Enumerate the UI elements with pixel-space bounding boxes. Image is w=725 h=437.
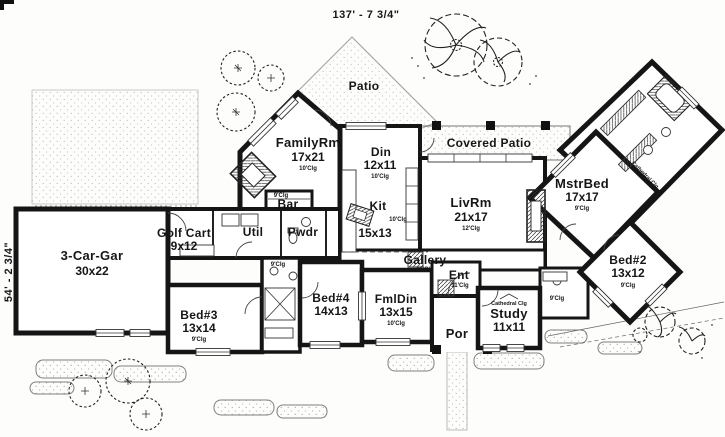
din-size: 12x11	[364, 158, 397, 172]
tree-icon	[643, 304, 677, 338]
utility-fixtures	[179, 213, 259, 257]
garage-label: 3-Car-Gar	[61, 248, 124, 263]
family-room-clg: 10'Clg	[299, 166, 317, 172]
door-swings	[167, 109, 620, 315]
patio-label: Patio	[349, 79, 380, 93]
master-bath-fixtures	[599, 74, 694, 173]
entry-tile	[437, 279, 455, 297]
din-clg: 10'Clg	[371, 174, 389, 180]
bed3-size: 13x14	[182, 321, 216, 335]
tree-icon	[423, 13, 488, 77]
hall-bath-fixtures	[542, 271, 568, 286]
window	[247, 117, 277, 147]
study-size: 11x11	[493, 320, 525, 334]
bed3-label: Bed#3	[180, 308, 218, 322]
powder-fixtures	[287, 217, 311, 244]
tub	[646, 74, 694, 122]
por-label: Por	[446, 326, 469, 341]
ent-label: Ent	[449, 268, 469, 282]
ent-clg: 11'Clg	[451, 283, 469, 289]
tree-icon	[220, 50, 256, 86]
kit-label: Kit	[370, 199, 387, 213]
gallery-label: Gallery	[404, 253, 447, 267]
mstrbed-clg: 9'Clg	[575, 206, 590, 212]
bar-label: Bar	[278, 197, 299, 211]
tree-icon	[473, 37, 523, 87]
ground-dots	[411, 57, 537, 85]
walkway	[446, 351, 468, 431]
livrm-size: 21x17	[454, 210, 488, 224]
fmldin-clg: 10'Clg	[387, 321, 405, 327]
driveway	[31, 89, 199, 218]
overall-width-dimension: 137' - 7 3/4"	[333, 9, 400, 21]
gallery-tile	[407, 251, 424, 268]
fmldin-size: 13x15	[379, 305, 413, 319]
porch-post	[432, 345, 441, 354]
hall-clg-2: 9'Clg	[550, 296, 565, 302]
livrm-clg: 12'Clg	[462, 226, 480, 232]
tree-icon	[68, 374, 102, 408]
overall-depth-dimension: 54' - 2 3/4"	[3, 242, 15, 302]
bar-clg: 9'Clg	[274, 193, 289, 199]
window	[275, 96, 299, 120]
bed2-clg: 9'Clg	[621, 283, 636, 289]
family-room-size: 17x21	[291, 150, 325, 164]
garage-size: 30x22	[75, 264, 109, 278]
pwdr-label: Pwdr	[288, 225, 319, 239]
scan-artifact	[0, 0, 14, 4]
gallery-clg: 11'Clg	[416, 267, 434, 273]
tree-icon	[257, 64, 285, 92]
cathedral-symbol	[499, 293, 519, 300]
bath-fixtures	[264, 266, 298, 339]
fmldin-label: FmlDin	[375, 292, 417, 306]
bed4-label: Bed#4	[312, 291, 350, 305]
kit-size: 15x13	[358, 226, 392, 240]
util-label: Util	[243, 225, 264, 239]
study-clg: Cathedral Clg	[491, 301, 527, 307]
covered-patio-label: Covered Patio	[447, 136, 532, 150]
fmldin-walls	[359, 267, 435, 345]
bed4-size: 14x13	[314, 304, 348, 318]
bed2-size: 13x12	[611, 266, 645, 280]
livrm-fireplace	[526, 189, 546, 243]
bed2-label: Bed#2	[609, 253, 647, 267]
trees	[68, 13, 713, 431]
golf-cart-label: Golf Cart	[157, 226, 211, 240]
din-label: Din	[371, 145, 391, 159]
tree-icon	[105, 358, 151, 404]
tree-icon	[129, 397, 163, 431]
tree-icon	[678, 326, 706, 355]
scan-artifact	[0, 0, 4, 10]
garage-walls	[13, 206, 171, 336]
study-walls	[475, 285, 543, 351]
bed3-clg: 9'Clg	[192, 337, 207, 343]
livrm-label: LivRm	[450, 195, 491, 210]
windows	[95, 86, 700, 356]
golf-cart-size: 9x12	[171, 239, 198, 253]
tree-icon	[632, 327, 648, 343]
study-label: Study	[490, 306, 528, 321]
mstrbed-size: 17x17	[565, 190, 599, 204]
hall-clg-1: 9'Clg	[271, 262, 286, 268]
kit-clg: 10'Clg	[389, 217, 407, 223]
ground-dots	[639, 324, 713, 359]
fireplace	[229, 151, 277, 199]
bed3-walls	[165, 282, 265, 355]
tree-icon	[216, 92, 256, 132]
family-room-label: FamilyRm	[276, 135, 341, 150]
mstrbed-label: MstrBed	[555, 176, 609, 191]
